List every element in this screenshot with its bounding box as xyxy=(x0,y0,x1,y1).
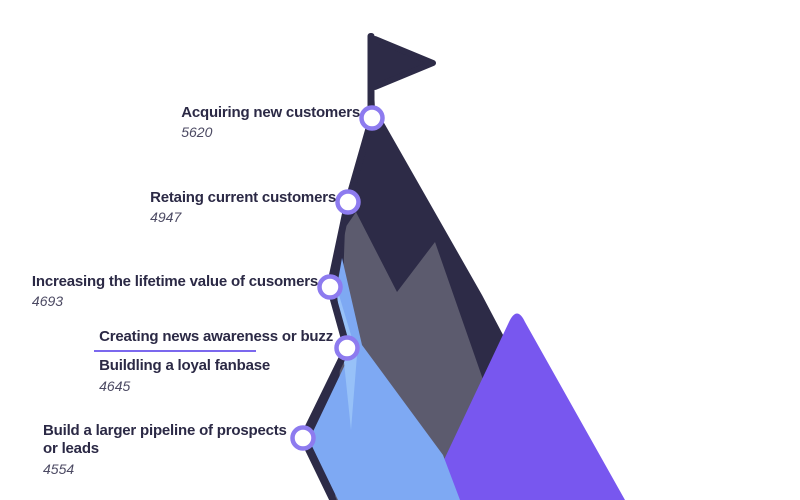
milestone-label: Acquiring new customers xyxy=(181,104,360,121)
milestone-marker-icon xyxy=(359,105,385,131)
label-divider-line xyxy=(94,350,257,353)
milestone-marker-icon xyxy=(290,425,316,451)
milestone-label: Creating news awareness or buzz xyxy=(99,328,333,345)
flag-icon xyxy=(367,33,436,117)
mountain-blue xyxy=(309,258,460,500)
milestone-label: Build a larger pipeline of prospects or … xyxy=(43,422,287,458)
milestone-pipeline-prospects: Build a larger pipeline of prospects or … xyxy=(43,422,291,477)
milestone-marker-icon xyxy=(335,189,361,215)
milestone-value: 4947 xyxy=(150,209,182,226)
milestone-label: Increasing the lifetime value of cusomer… xyxy=(31,273,318,290)
mountain-purple xyxy=(425,313,625,500)
milestone-value: 4693 xyxy=(31,293,64,310)
milestone-value: 4554 xyxy=(43,460,75,477)
milestone-value: 4645 xyxy=(99,377,131,394)
milestone-value: 5620 xyxy=(181,124,213,141)
milestone-awareness-fanbase: Creating news awareness or buzz Buildlin… xyxy=(94,328,333,394)
milestone-marker-icon xyxy=(317,274,343,300)
milestone-lifetime-value: Increasing the lifetime value of cusomer… xyxy=(32,273,318,309)
milestone-label-secondary: Buildling a loyal fanbase xyxy=(99,357,270,375)
milestone-label: Retaing current customers xyxy=(150,189,336,206)
milestone-marker-icon xyxy=(334,335,360,361)
milestone-retaining-current-customers: Retaing current customers 4947 xyxy=(150,189,336,225)
milestone-acquiring-new-customers: Acquiring new customers 5620 xyxy=(181,104,360,140)
